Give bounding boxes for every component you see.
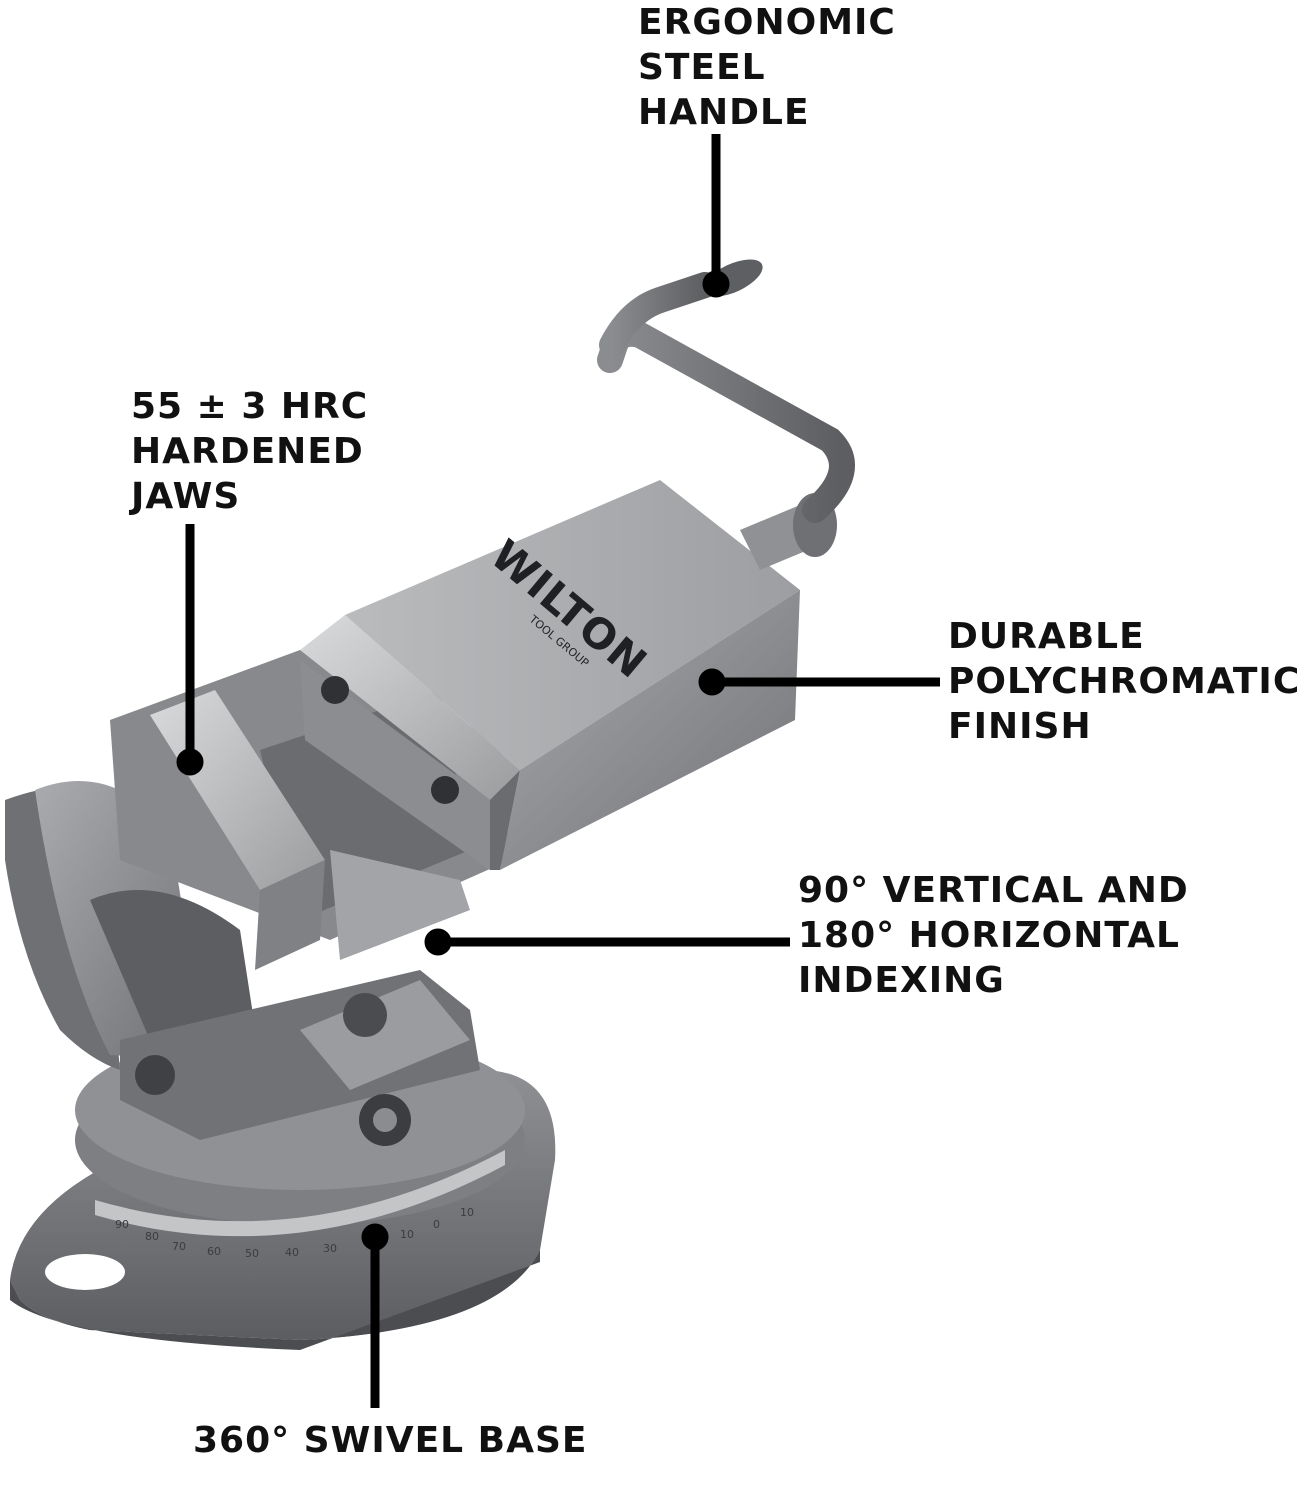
callout-finish: DURABLE POLYCHROMATIC FINISH [948, 614, 1300, 749]
callout-base: 360° SWIVEL BASE [193, 1418, 587, 1463]
vise-handle [597, 259, 855, 570]
callout-handle: ERGONOMIC STEEL HANDLE [638, 0, 896, 135]
callout-handle-line-2: STEEL [638, 47, 766, 88]
callout-indexing-line-2: 180° HORIZONTAL [798, 915, 1180, 956]
callout-finish-line-3: FINISH [948, 706, 1092, 747]
svg-text:80: 80 [145, 1230, 159, 1243]
callout-jaws-line-3: JAWS [131, 476, 241, 517]
leader-lines [176, 134, 940, 1408]
svg-text:70: 70 [172, 1240, 186, 1253]
svg-text:50: 50 [245, 1247, 259, 1260]
callout-finish-line-2: POLYCHROMATIC [948, 661, 1301, 702]
callout-finish-line-1: DURABLE [948, 616, 1145, 657]
svg-text:90: 90 [115, 1218, 129, 1231]
svg-text:40: 40 [285, 1246, 299, 1259]
callout-indexing: 90° VERTICAL AND 180° HORIZONTAL INDEXIN… [798, 868, 1189, 1003]
moving-jaw [300, 615, 520, 870]
svg-text:0: 0 [433, 1218, 440, 1231]
degree-scale: 90 80 70 60 50 40 30 10 0 10 [115, 1206, 474, 1260]
svg-text:30: 30 [323, 1242, 337, 1255]
callout-handle-line-3: HANDLE [638, 92, 810, 133]
svg-text:60: 60 [207, 1245, 221, 1258]
callout-handle-line-1: ERGONOMIC [638, 2, 896, 43]
svg-text:10: 10 [460, 1206, 474, 1219]
callout-jaws-line-2: HARDENED [131, 431, 364, 472]
callout-jaws: 55 ± 3 HRC HARDENED JAWS [131, 384, 368, 519]
callout-indexing-line-1: 90° VERTICAL AND [798, 870, 1189, 911]
svg-text:10: 10 [400, 1228, 414, 1241]
callout-jaws-line-1: 55 ± 3 HRC [131, 386, 369, 427]
vise-housing [345, 480, 800, 870]
callout-indexing-line-3: INDEXING [798, 960, 1005, 1001]
callout-base-line-1: 360° SWIVEL BASE [193, 1420, 588, 1461]
